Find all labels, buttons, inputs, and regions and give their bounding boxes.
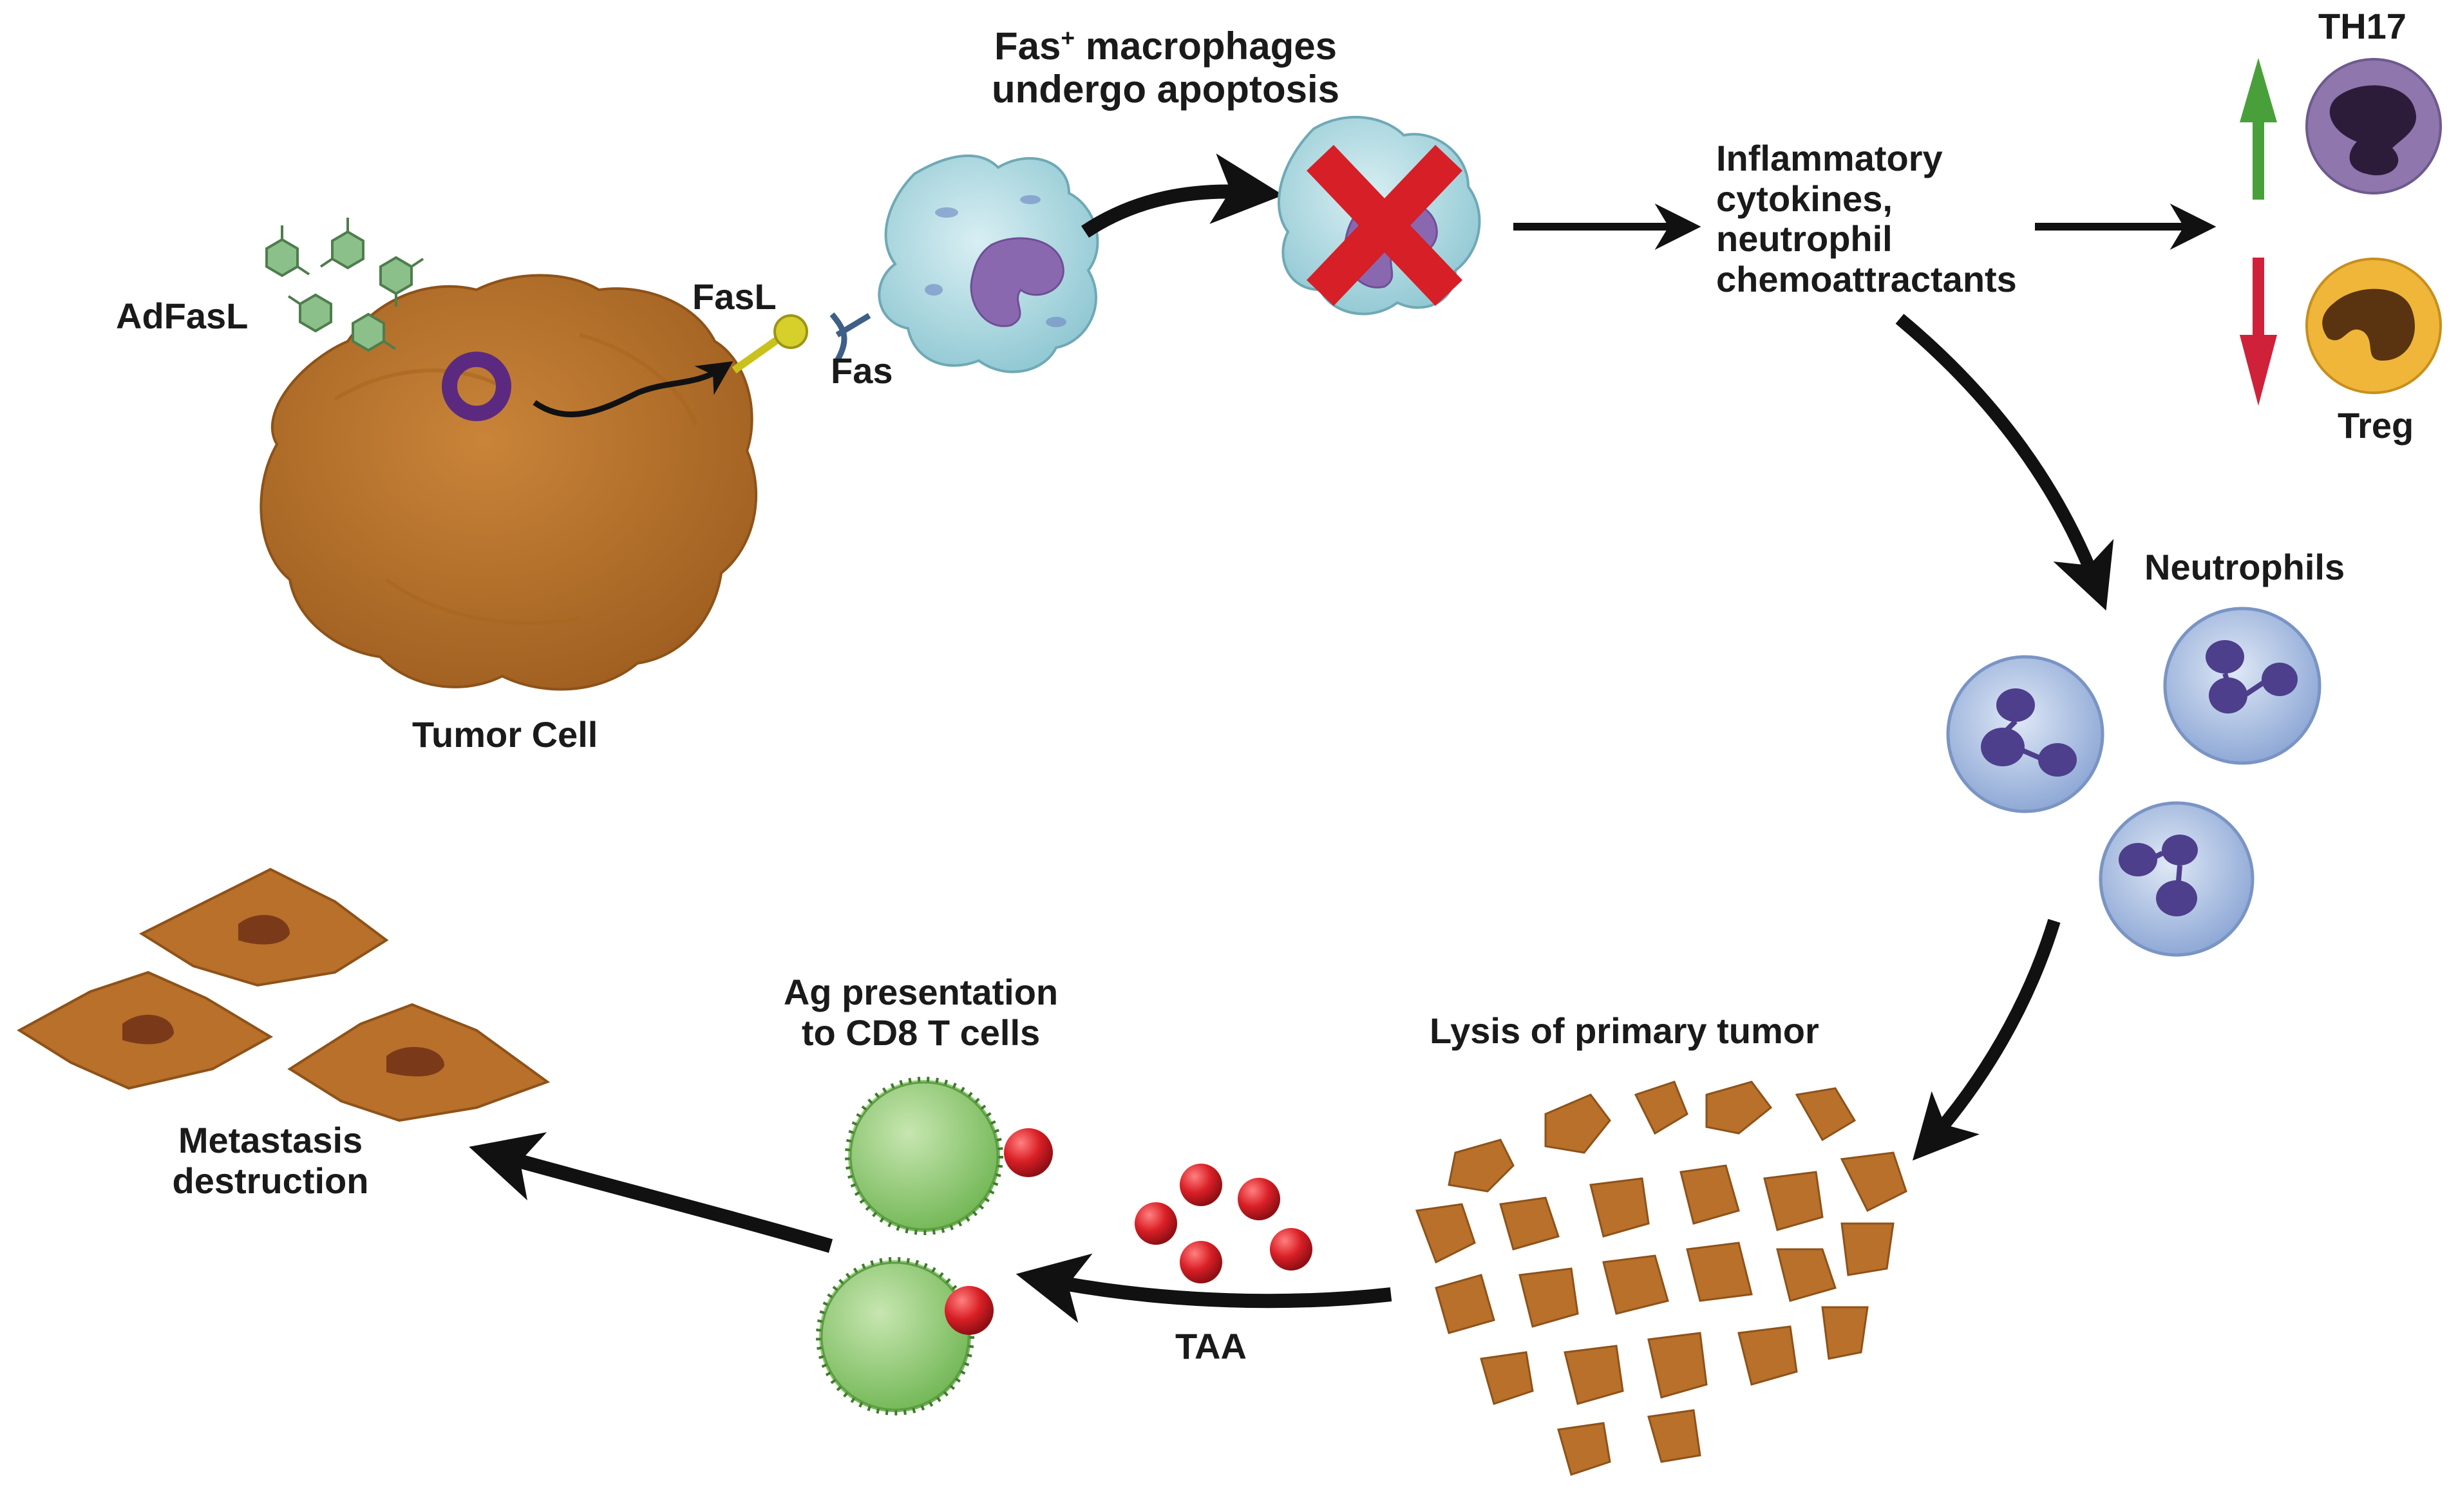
th17-cell [2305,58,2442,194]
neutrophils [1946,607,2321,957]
tumor-associated-antigens [1135,1164,1312,1283]
hexagon-virus-icon [379,256,424,307]
tumor-cell [260,274,758,691]
neutrophil [2163,607,2321,765]
cytokines-line-1: Inflammatory [1716,138,1943,178]
fasl-label: FasL [692,276,777,317]
ag-line-2: to CD8 T cells [801,1012,1041,1053]
lysed-tumor-fragments [1415,1081,1907,1476]
fas-plus-sup: + [1061,24,1075,52]
macrophages-text: macrophages [1075,24,1337,68]
tumor-cell-label: Tumor Cell [412,714,598,755]
fas-receptor-icon [829,312,871,363]
cytokines-line-4: chemoattractants [1716,259,2017,300]
metastatic-cells [17,867,551,1122]
fasl-ligand-icon [732,314,808,373]
plasmid-ring-icon [442,352,511,421]
macrophage [878,154,1099,373]
apc-cell [845,1077,1053,1235]
metastasis-line-1: Metastasis [178,1120,363,1160]
cytokines-label: Inflammatory cytokines, neutrophil chemo… [1716,138,2017,300]
metastatic-cell [17,970,273,1090]
hexagon-virus-icon [352,312,397,352]
metastatic-cell [287,1003,551,1122]
fas-text: Fas [994,24,1061,68]
metastatic-cell [138,867,389,987]
ag-line-1: Ag presentation [783,972,1059,1012]
x-mark-icon [1307,145,1462,306]
lysis-arrow [1912,919,2061,1161]
fas-macrophages-line: Fas+ macrophages [966,24,1365,68]
metastasis-line-2: destruction [172,1160,369,1201]
neutrophil [1946,655,2104,813]
cytokines-line-2: cytokines, [1716,178,1893,219]
apoptotic-macrophage [1278,115,1481,316]
taa-label: TAA [1175,1326,1247,1366]
undergo-apoptosis-line: undergo apoptosis [992,68,1339,111]
antigen-presenting-cells [816,1077,1053,1415]
neutrophils-label: Neutrophils [2144,547,2345,587]
treg-cell [2305,258,2442,394]
hexagon-virus-icon [287,293,332,333]
hexagon-virus-icon [319,218,364,270]
adenovirus-vectors [265,218,424,352]
fas-label: Fas [831,350,893,391]
apoptosis-arrow [1081,153,1283,238]
macrophage-apoptosis-label: Fas+ macrophages undergo apoptosis [966,24,1365,111]
ag-presentation-label: Ag presentation to CD8 T cells [741,972,1101,1053]
neutrophil [2099,801,2255,957]
th17-label: TH17 [2318,6,2406,46]
antigen-uptake-arrow [1016,1253,1392,1323]
presented-antigen [945,1286,994,1335]
down-arrow-icon [2240,258,2277,406]
apc-cell [816,1257,994,1415]
lysis-label: Lysis of primary tumor [1430,1010,1819,1051]
hexagon-virus-icon [265,225,310,278]
macrophage-nucleus [970,237,1064,327]
treg-label: Treg [2338,405,2414,446]
metastasis-label: Metastasis destruction [129,1120,412,1201]
neutrophil-recruitment-arrow [1895,314,2114,611]
cytokines-line-3: neutrophil [1716,218,1893,260]
adfasl-label: AdFasL [116,296,249,336]
tcell-killing-arrow [469,1132,833,1253]
up-arrow-icon [2240,58,2277,200]
presented-antigen [1004,1128,1053,1177]
fasl-expression-arrow [533,361,733,418]
